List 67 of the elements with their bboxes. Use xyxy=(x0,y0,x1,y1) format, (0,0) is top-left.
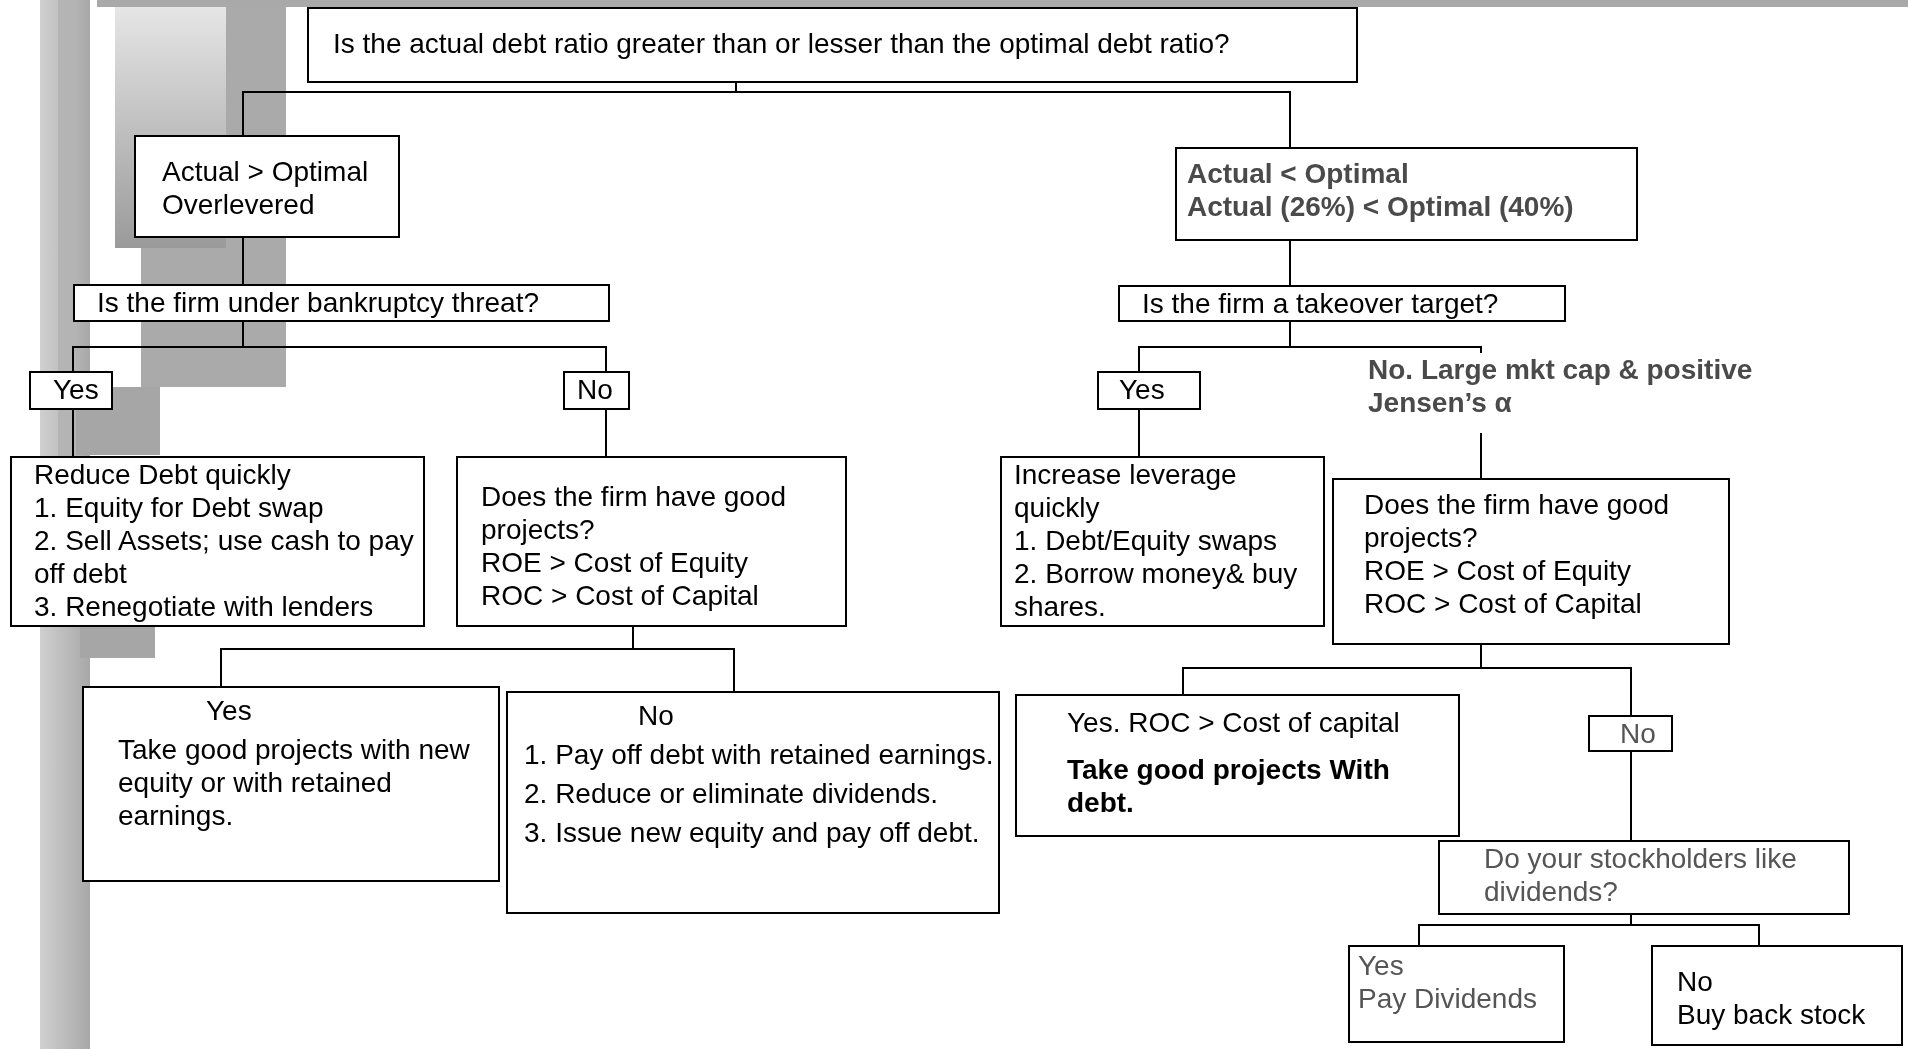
text-box xyxy=(1332,478,1730,645)
box-text: 1. Debt/Equity swaps xyxy=(1014,524,1279,558)
box-heading: Actual > Optimal xyxy=(162,155,370,189)
text-box xyxy=(134,135,400,238)
box-text: Is the firm a takeover target? xyxy=(1142,287,1500,321)
box-heading: No xyxy=(1677,965,1714,999)
text-box xyxy=(1438,840,1850,915)
box-text: Actual (26%) < Optimal (40%) xyxy=(1187,190,1575,224)
box-text: Take good projects With debt. xyxy=(1067,753,1391,820)
box-text: ROE > Cost of Equity xyxy=(1364,554,1632,588)
box-text: Buy back stock xyxy=(1677,998,1867,1032)
text-box xyxy=(82,686,500,882)
box-heading: Actual < Optimal xyxy=(1187,157,1410,191)
box-text: ROC > Cost of Capital xyxy=(481,579,760,613)
connector-line xyxy=(1289,321,1482,354)
text-box xyxy=(456,456,847,627)
box-heading: Reduce Debt quickly xyxy=(34,458,292,492)
box-text: Yes xyxy=(1119,373,1166,407)
connector-line xyxy=(632,626,735,692)
text-box xyxy=(29,371,113,410)
box-heading: Increase leverage quickly xyxy=(1014,458,1238,525)
box-text: Do your stockholders like dividends? xyxy=(1484,842,1798,909)
text-box xyxy=(307,7,1358,83)
box-text: 2. Reduce or eliminate dividends. xyxy=(524,777,939,811)
connector-line xyxy=(1630,751,1632,841)
text-box xyxy=(506,691,1000,914)
box-text: Is the actual debt ratio greater than or lesser than the optimal debt ratio? xyxy=(333,27,1231,61)
note-text: No. Large mkt cap & positive Jensen’s α xyxy=(1368,353,1828,433)
text-box xyxy=(1651,945,1903,1046)
connector-line xyxy=(1480,432,1482,479)
box-text: No xyxy=(1620,717,1657,751)
text-box xyxy=(73,284,610,322)
box-text: No xyxy=(577,373,614,407)
text-box xyxy=(1118,285,1566,322)
box-heading: Yes xyxy=(205,694,253,728)
box-text: Is the firm under bankruptcy threat? xyxy=(97,286,540,320)
box-text: 2. Sell Assets; use cash to pay off debt xyxy=(34,524,415,591)
box-heading: Does the firm have good projects? xyxy=(481,480,788,547)
text-box xyxy=(10,456,425,627)
box-text: Pay Dividends xyxy=(1358,982,1538,1016)
box-heading: Does the firm have good projects? xyxy=(1364,488,1671,555)
box-text: Overlevered xyxy=(162,188,316,222)
text-box xyxy=(1015,694,1460,837)
box-heading: Yes. ROC > Cost of capital xyxy=(1067,706,1401,740)
box-text: ROC > Cost of Capital xyxy=(1364,587,1643,621)
connector-line xyxy=(1138,409,1140,457)
connector-line xyxy=(1289,240,1291,286)
text-box xyxy=(1588,715,1673,752)
text-box xyxy=(1097,371,1201,410)
box-heading: No xyxy=(637,699,675,733)
box-text: Take good projects with new equity or with retained earnings. xyxy=(118,733,471,833)
connector-line xyxy=(605,409,607,457)
box-text: 1. Equity for Debt swap xyxy=(34,491,325,525)
box-text: 3. Issue new equity and pay off debt. xyxy=(524,816,981,850)
box-text: 1. Pay off debt with retained earnings. xyxy=(524,738,995,772)
text-box xyxy=(1175,147,1638,241)
text-box xyxy=(1348,945,1565,1043)
box-text: 3. Renegotiate with lenders xyxy=(34,590,375,624)
text-box xyxy=(1000,456,1325,627)
box-text: 2. Borrow money& buy shares. xyxy=(1014,557,1299,624)
connector-line xyxy=(242,237,244,285)
box-text: ROE > Cost of Equity xyxy=(481,546,749,580)
connector-line xyxy=(1630,914,1760,946)
box-text: Yes xyxy=(53,373,100,407)
box-heading: Yes xyxy=(1358,949,1405,983)
text-box xyxy=(563,371,630,410)
connector-line xyxy=(72,409,74,457)
